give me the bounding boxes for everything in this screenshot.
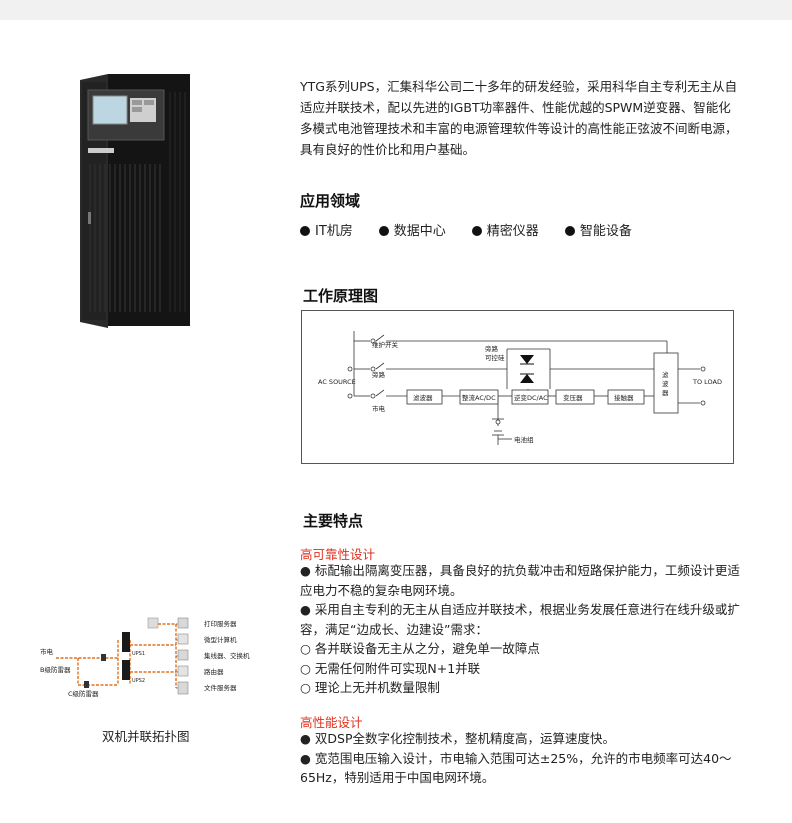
applications-list: IT机房 数据中心 精密仪器 智能设备 [300,220,740,239]
rectifier-label: 整流AC/DC [462,393,496,402]
topology-ups1-label: UPS1 [132,651,145,657]
bypass-thyristor-label-1: 旁路 [485,344,499,353]
feature-item: ● 标配输出隔离变压器，具备良好的抗负载冲击和短路保护能力，工频设计更适应电力不… [300,563,740,598]
performance-list: ● 双DSP全数字化控制技术，整机精度高，运算速度快。 ● 宽范围电压输入设计，… [300,729,740,788]
bullet-icon [564,226,575,236]
application-item: IT机房 [300,220,353,239]
top-bar [0,0,792,20]
filter1-label: 滤波器 [413,393,433,402]
topology-micro-computer-label: 微型计算机 [204,635,237,644]
topology-print-server-label: 打印服务器 [204,619,237,628]
filter2-label-2: 波 [662,379,669,388]
to-load-label: TO LOAD [692,378,722,386]
intro-paragraph: YTG系列UPS，汇集科华公司二十多年的研发经验，采用科华自主专利无主从自适应并… [300,79,738,157]
filter2-label-3: 器 [662,389,669,397]
topology-mains-label: 市电 [40,647,54,656]
feature-item: ● 双DSP全数字化控制技术，整机精度高，运算速度快。 [300,731,615,746]
principle-heading: 工作原理图 [303,287,379,305]
feature-item: ● 宽范围电压输入设计，市电输入范围可达±25%，允许的市电频率可达40～65H… [300,750,732,786]
topology-router-label: 路由器 [204,667,224,676]
feature-item: ○ 无需任何附件可实现N+1并联 [300,660,481,676]
features-heading: 主要特点 [303,512,364,530]
maint-switch-label: 维护开关 [372,340,399,349]
ups-cabinet-image [80,74,190,328]
applications-heading: 应用领域 [300,192,361,210]
feature-item: ○ 理论上无并机数量限制 [300,680,440,695]
filter2-label-1: 滤 [662,370,669,379]
principle-diagram: 维护开关 旁路 可控硅 AC SOURCE 旁路 市电 滤波器 整流AC/DC … [301,310,734,464]
transformer-label: 变压器 [563,393,583,402]
topology-caption: 双机并联拓扑图 [102,729,190,744]
bullet-icon [471,226,482,236]
battery-label: 电池组 [514,435,534,444]
topology-b-arrester-label: B级防雷器 [40,665,71,674]
bullet-icon [300,226,310,236]
topology-ups2-label: UPS2 [132,678,145,684]
mains-label: 市电 [372,404,386,413]
application-item: 精密仪器 [471,220,539,239]
topology-c-arrester-label: C级防雷器 [68,689,99,698]
performance-title: 高性能设计 [300,715,363,730]
bypass-label: 旁路 [372,370,386,379]
reliability-title: 高可靠性设计 [300,547,376,562]
reliability-list: ● 标配输出隔离变压器，具备良好的抗负载冲击和短路保护能力，工频设计更适应电力不… [300,561,740,698]
application-item: 数据中心 [378,220,446,239]
feature-item: ○ 各并联设备无主从之分，避免单一故障点 [300,641,540,656]
bullet-icon [378,226,389,236]
application-item: 智能设备 [564,220,632,239]
ac-source-label: AC SOURCE [318,378,356,386]
topology-diagram: 市电 B级防雷器 C级防雷器 UPS1 UPS2 打印服务器 微型计算机 集线器… [38,610,263,705]
topology-hub-switch-label: 集线器、交换机 [204,651,250,660]
bypass-thyristor-label-2: 可控硅 [485,353,505,362]
feature-item: ● 采用自主专利的无主从自适应并联技术，根据业务发展任意进行在线升级或扩容，满足… [300,602,740,637]
contactor-label: 接触器 [614,393,634,402]
topology-file-server-label: 文件服务器 [204,683,237,692]
inverter-label: 逆变DC/AC [514,393,548,402]
